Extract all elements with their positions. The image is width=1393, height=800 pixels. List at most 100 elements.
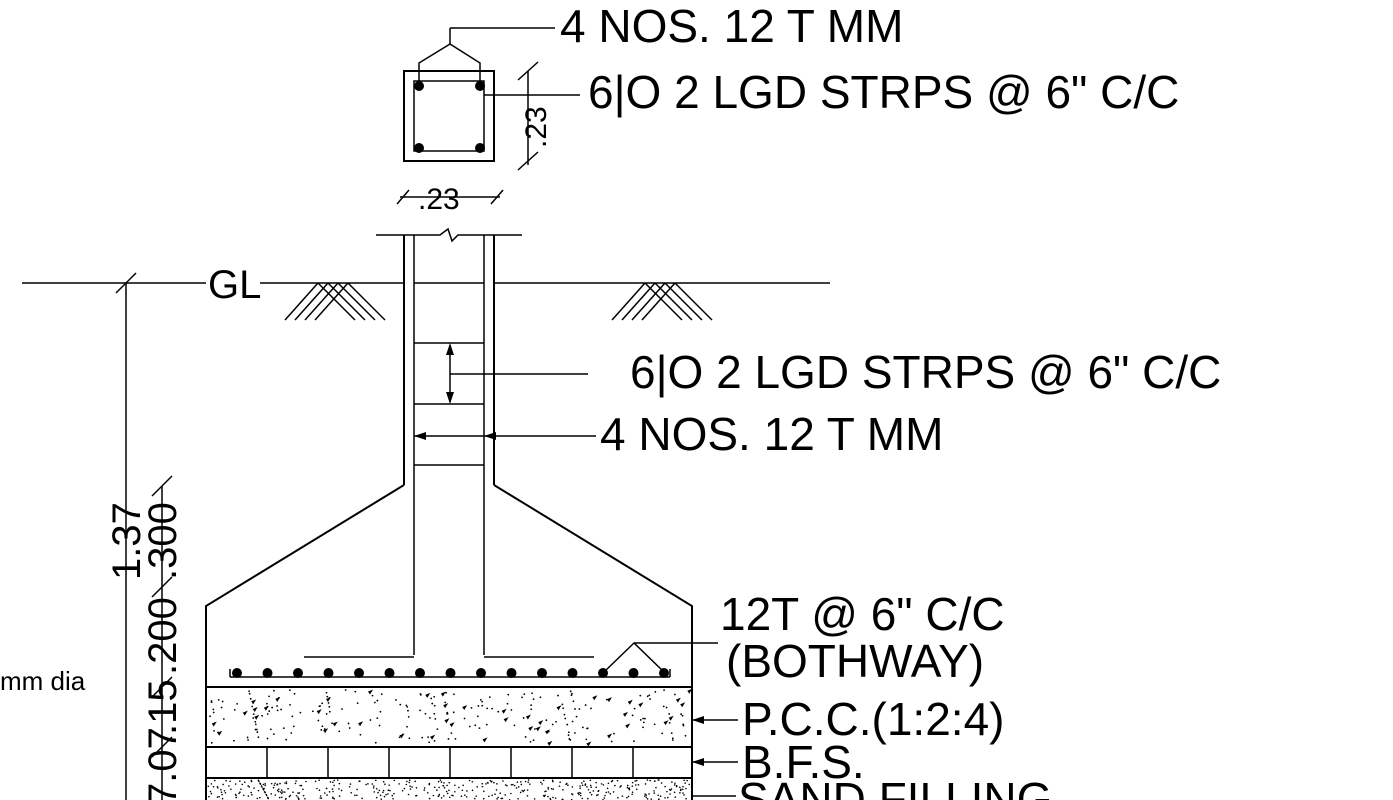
- aggregate: [474, 724, 477, 727]
- aggregate: [271, 706, 274, 709]
- sand-grain: [589, 779, 592, 782]
- sand-grain: [685, 787, 687, 790]
- aggregate: [369, 719, 372, 721]
- aggregate: [521, 696, 523, 699]
- sand-grain: [586, 786, 588, 788]
- sand-grain: [621, 795, 624, 797]
- dim-200-label: .200: [141, 597, 185, 675]
- sand-grain: [300, 784, 303, 787]
- sand-grain: [501, 797, 504, 800]
- sand-grain: [392, 797, 394, 800]
- sand-grain: [209, 790, 212, 793]
- sand-grain: [602, 784, 605, 786]
- aggregate: [277, 697, 280, 699]
- sand-grain: [393, 792, 395, 795]
- sand-grain: [220, 791, 223, 793]
- aggregate: [532, 739, 535, 742]
- sand-grain: [216, 796, 219, 798]
- sand-grain: [679, 786, 681, 789]
- dim-tick: [490, 189, 504, 205]
- aggregate: [217, 698, 220, 701]
- ground-line: GL: [22, 263, 830, 321]
- aggregate: [478, 727, 481, 730]
- aggregate: [642, 717, 644, 720]
- mesh-bar-dot: [354, 668, 364, 678]
- sand-grain: [298, 792, 301, 794]
- aggregate: [528, 726, 534, 732]
- aggregate: [328, 705, 331, 708]
- sand-grain: [243, 781, 246, 783]
- sand-grain: [393, 779, 396, 782]
- sand-grain: [475, 795, 478, 797]
- sand-grain: [644, 783, 647, 785]
- sand-grain: [603, 797, 606, 799]
- pcc-outline: [205, 686, 693, 748]
- sand-grain: [264, 782, 266, 785]
- sand-grain: [631, 785, 634, 787]
- sand-grain: [673, 784, 676, 786]
- pcc-label: P.C.C.(1:2:4): [742, 693, 1004, 745]
- sand-grain: [541, 783, 543, 785]
- aggregate: [292, 725, 295, 728]
- aggregate: [212, 711, 215, 714]
- aggregate: [289, 703, 291, 706]
- sand-grain: [523, 789, 526, 791]
- sand-grain: [210, 783, 213, 785]
- sand-grain: [270, 782, 273, 785]
- sand-grain: [458, 786, 460, 789]
- sand-grain: [414, 780, 417, 783]
- sand-grain: [540, 781, 542, 784]
- aggregate: [675, 697, 681, 703]
- dim-tick: [151, 576, 173, 598]
- sand-grain: [379, 794, 382, 797]
- sand-grain: [423, 789, 426, 791]
- sand-grain: [387, 793, 389, 795]
- sand-grain: [486, 781, 489, 784]
- sand-label: SAND FILLING: [738, 773, 1052, 800]
- sand-grain: [261, 786, 263, 788]
- aggregate: [251, 705, 254, 708]
- sand-grain: [285, 782, 288, 785]
- aggregate: [255, 728, 258, 731]
- sand-grain: [409, 785, 411, 788]
- aggregate: [299, 711, 302, 714]
- mid-main-bars-label: 4 NOS. 12 T MM: [600, 408, 943, 460]
- sand-grain: [669, 789, 672, 791]
- sand-grain: [667, 796, 669, 799]
- sand-grain: [409, 788, 412, 790]
- aggregate: [331, 722, 334, 725]
- sand-grain: [471, 780, 474, 783]
- sand-grain: [247, 795, 250, 797]
- sand-grain: [238, 792, 240, 795]
- aggregate: [534, 728, 536, 730]
- sand-grain: [620, 784, 622, 787]
- aggregate: [399, 703, 402, 706]
- arrow-head: [692, 758, 704, 766]
- sand-grain: [411, 786, 413, 788]
- aggregate: [407, 715, 410, 718]
- stirrup-outline: [413, 80, 485, 152]
- sand-grain: [634, 784, 637, 786]
- sand-grain: [513, 784, 516, 787]
- sand-grain: [285, 797, 287, 800]
- aggregate: [642, 721, 645, 724]
- gl-label: GL: [208, 263, 261, 307]
- sand-grain: [655, 786, 657, 789]
- mesh-bar-dot: [537, 668, 547, 678]
- aggregate: [524, 736, 527, 738]
- aggregate: [673, 693, 676, 696]
- sand-grain: [628, 788, 631, 791]
- sand-grain: [356, 788, 358, 791]
- sand-grain: [679, 792, 681, 794]
- sand-grain: [264, 784, 266, 787]
- sand-grain: [333, 779, 336, 782]
- sand-grain: [547, 786, 550, 789]
- sand-grain: [297, 796, 299, 798]
- aggregate: [376, 717, 379, 720]
- aggregate: [269, 728, 272, 731]
- aggregate: [561, 703, 564, 706]
- sand-grain: [297, 797, 300, 800]
- mesh-bar-dot: [506, 668, 517, 678]
- aggregate: [476, 715, 479, 718]
- sand-grain: [579, 792, 582, 795]
